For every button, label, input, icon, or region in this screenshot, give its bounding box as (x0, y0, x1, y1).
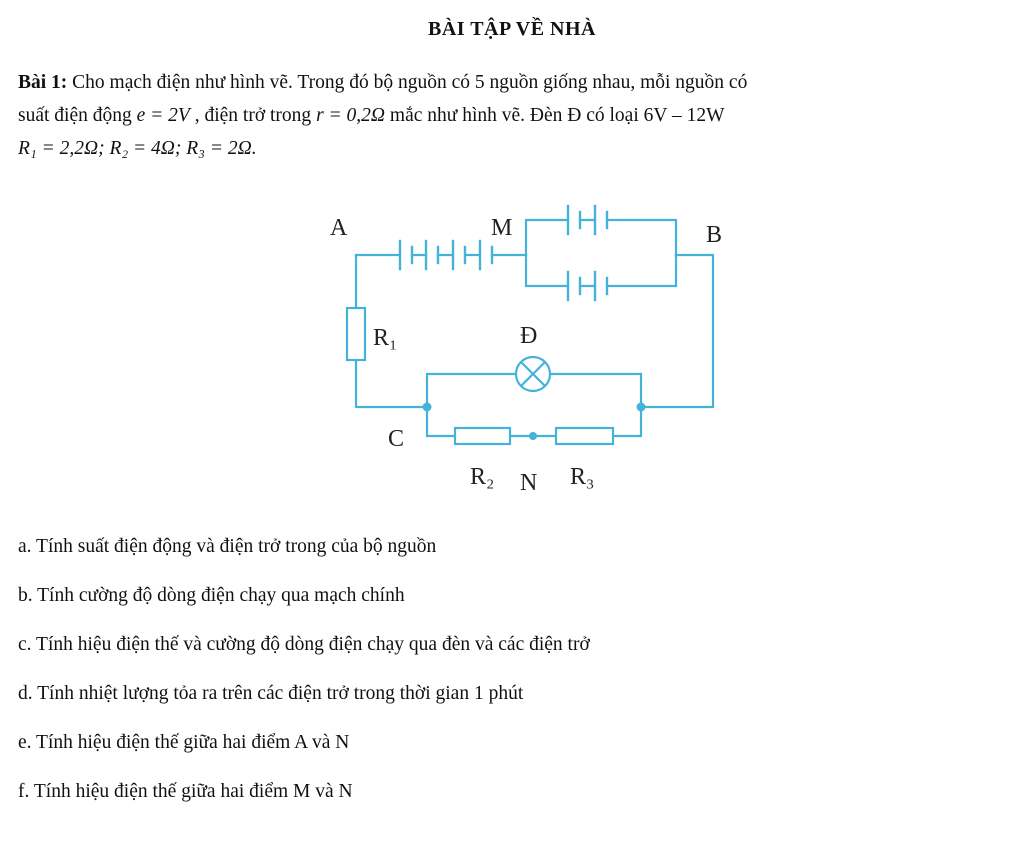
resistor-values: R₁ = 2,2Ω; R₂ = 4Ω; R₃ = 2Ω. (18, 138, 257, 159)
lamp-icon (514, 355, 552, 393)
battery-cell-5b (593, 204, 609, 236)
label-m: M (491, 215, 512, 241)
label-a: A (330, 215, 348, 241)
problem-line-3: R₁ = 2,2Ω; R₂ = 4Ω; R₃ = 2Ω. (18, 132, 1013, 165)
junction-n (529, 432, 537, 440)
problem-text-2a: suất điện động (18, 105, 132, 126)
wire-right (639, 253, 715, 409)
battery-cell-6b (593, 270, 609, 302)
wire-lamp-branch (425, 372, 643, 409)
battery-cell-4 (478, 239, 494, 271)
junction-right (636, 402, 646, 412)
resistor-r1 (345, 306, 367, 362)
page-title: BÀI TẬP VỀ NHÀ (428, 18, 596, 40)
battery-cell-2 (424, 239, 440, 271)
problem-text-1: Cho mạch điện như hình vẽ. Trong đó bộ n… (72, 72, 748, 93)
emf-value: e = 2V (136, 105, 190, 126)
label-n: N (520, 470, 537, 496)
circuit-diagram: A M B R₁ Đ C R₂ N R₃ (330, 204, 722, 496)
battery-cell-6a (566, 270, 582, 302)
question-a: a. Tính suất điện động và điện trở trong… (18, 536, 437, 557)
question-c: c. Tính hiệu điện thế và cường độ dòng đ… (18, 634, 590, 655)
battery-cell-1 (398, 239, 414, 271)
label-r1: R₁ (373, 325, 397, 351)
problem-text-2c: mắc như hình vẽ. Đèn Đ có loại 6V – 12W (389, 105, 725, 126)
internal-resistance-value: r = 0,2Ω (316, 105, 386, 126)
resistor-r3 (554, 426, 615, 446)
label-c: C (388, 426, 404, 452)
problem-text-2b: , điện trở trong (194, 105, 312, 126)
question-d: d. Tính nhiệt lượng tỏa ra trên các điện… (18, 683, 524, 704)
question-list: a. Tính suất điện động và điện trở trong… (18, 527, 1013, 821)
label-b: B (706, 222, 722, 248)
label-r3: R₃ (570, 464, 594, 490)
battery-cell-5a (566, 204, 582, 236)
problem-line-2: suất điện động e = 2V , điện trở trong r… (18, 99, 1013, 132)
question-b: b. Tính cường độ dòng điện chạy qua mạch… (18, 585, 405, 606)
wire-branch-lower (524, 253, 678, 288)
question-f: f. Tính hiệu điện thế giữa hai điểm M và… (18, 781, 353, 802)
resistor-r2 (453, 426, 512, 446)
problem-line-1: Bài 1: Cho mạch điện như hình vẽ. Trong … (18, 66, 1013, 99)
junction-c (422, 402, 432, 412)
question-e: e. Tính hiệu điện thế giữa hai điểm A và… (18, 732, 350, 753)
problem-statement: Bài 1: Cho mạch điện như hình vẽ. Trong … (18, 66, 1013, 165)
label-r2: R₂ (470, 464, 494, 490)
wire-branch-upper (524, 218, 678, 257)
battery-cell-3 (451, 239, 467, 271)
wire-left-bottom (354, 358, 429, 409)
problem-label: Bài 1: (18, 72, 68, 93)
label-d: Đ (520, 323, 537, 349)
